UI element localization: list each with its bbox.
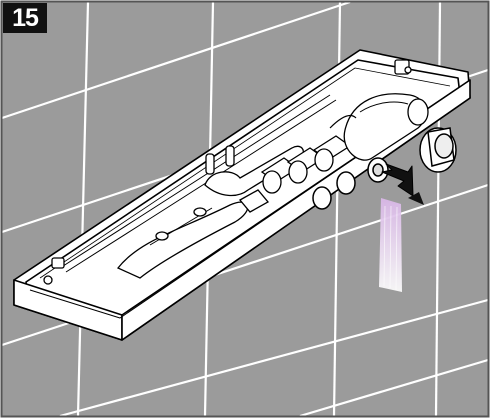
internal-components: [43, 59, 429, 285]
step-number-badge: 15: [3, 3, 47, 33]
arrow-icon: [381, 163, 424, 205]
control-knob: [419, 127, 457, 173]
outlet-ports: [312, 157, 389, 210]
